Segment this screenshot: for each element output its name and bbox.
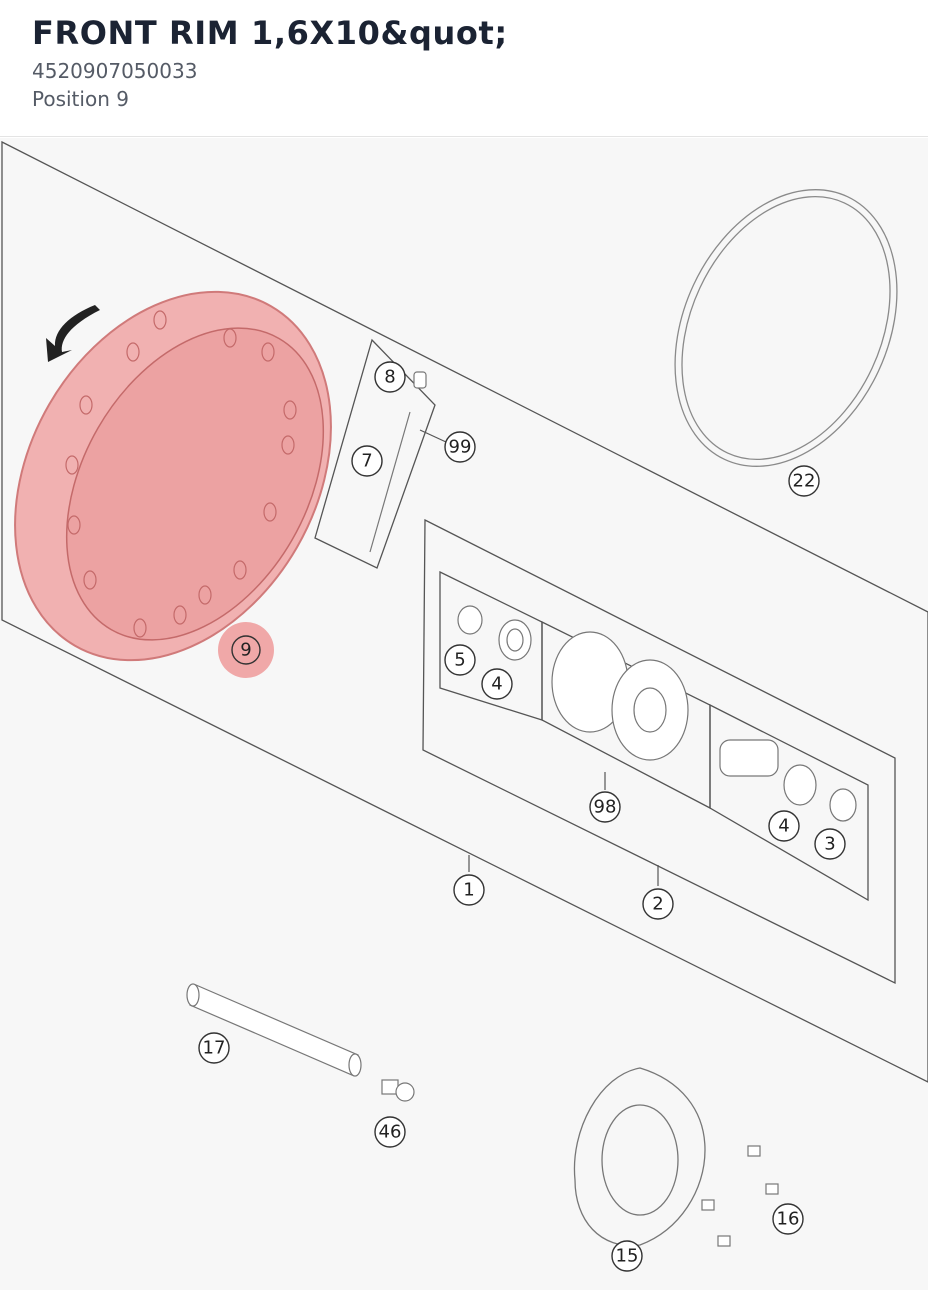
part-number: 4520907050033 bbox=[32, 59, 198, 83]
hub-parts-drawing bbox=[457, 605, 857, 822]
disc-bolts-drawing bbox=[701, 1145, 779, 1247]
front-rim-drawing[interactable] bbox=[0, 235, 395, 717]
callout-15[interactable]: 15 bbox=[616, 1246, 639, 1267]
spoke-drawing bbox=[369, 371, 427, 553]
callout-46[interactable]: 46 bbox=[379, 1122, 402, 1143]
callout-9[interactable]: 9 bbox=[240, 640, 251, 661]
callout-98[interactable]: 98 bbox=[594, 797, 617, 818]
callout-22[interactable]: 22 bbox=[793, 471, 816, 492]
callout-3[interactable]: 3 bbox=[824, 834, 835, 855]
callout-5[interactable]: 5 bbox=[454, 650, 465, 671]
axle-nut-drawing bbox=[381, 1079, 415, 1102]
hub-group-panel bbox=[422, 518, 896, 985]
callout-4-left[interactable]: 4 bbox=[491, 674, 502, 695]
callout-9-highlight[interactable] bbox=[218, 622, 274, 678]
tire-drawing bbox=[674, 189, 898, 467]
rotation-arrow-icon bbox=[46, 305, 100, 362]
callout-7[interactable]: 7 bbox=[361, 451, 372, 472]
callout-4-right[interactable]: 4 bbox=[778, 816, 789, 837]
callout-16[interactable]: 16 bbox=[777, 1209, 800, 1230]
part-position: Position 9 bbox=[32, 87, 129, 111]
part-header: FRONT RIM 1,6X10&quot; 4520907050033 Pos… bbox=[0, 0, 928, 137]
part-title: FRONT RIM 1,6X10&quot; bbox=[32, 14, 508, 52]
callout-1[interactable]: 1 bbox=[463, 880, 474, 901]
callout-17[interactable]: 17 bbox=[203, 1038, 226, 1059]
axle-drawing bbox=[186, 983, 362, 1077]
bearing-panel-right bbox=[709, 703, 869, 902]
exploded-diagram: 9 8 7 99 22 5 4 98 4 3 1 2 17 46 16 15 bbox=[0, 138, 928, 1290]
exploded-diagram-svg: 9 8 7 99 22 5 4 98 4 3 1 2 17 46 16 15 bbox=[0, 140, 928, 1272]
callout-2[interactable]: 2 bbox=[652, 894, 663, 915]
callout-99[interactable]: 99 bbox=[449, 437, 472, 458]
brake-disc-drawing bbox=[573, 1067, 706, 1247]
callout-8[interactable]: 8 bbox=[384, 367, 395, 388]
assembly-panel bbox=[1, 140, 928, 1083]
